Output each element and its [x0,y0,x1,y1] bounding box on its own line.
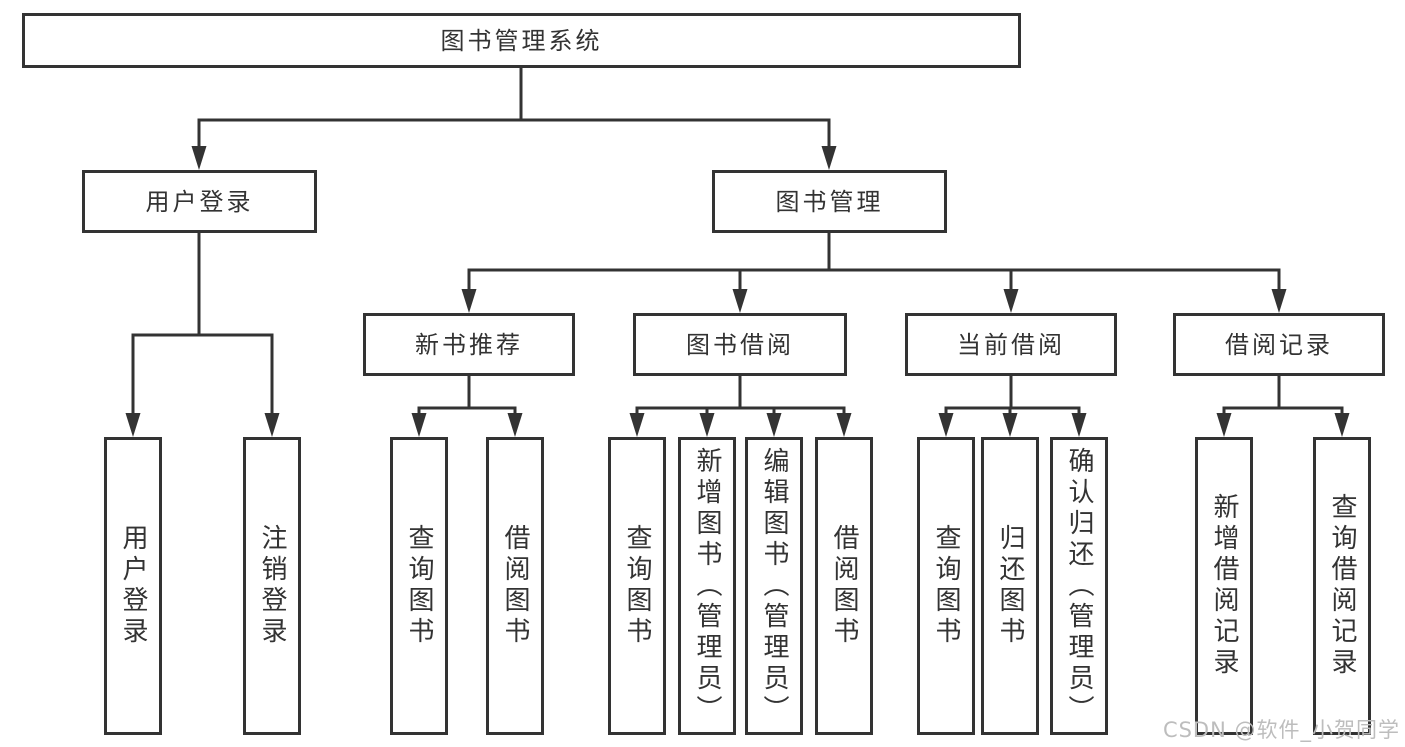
leaf-borrow-edit-books-admin-label: 编辑图书（管理员） [759,446,789,726]
csdn-watermark: CSDN @软件_小贺同学 [1162,718,1400,742]
leaf-user-login-label: 用户登录 [118,524,148,648]
leaf-borrow-query-books-label: 查询图书 [622,524,652,648]
node-book-management: 图书管理 [712,170,947,233]
leaf-logout-label: 注销登录 [257,524,287,648]
node-book-management-label: 图书管理 [775,187,884,216]
leaf-recommend-query-books: 查询图书 [390,437,448,735]
leaf-current-query-books: 查询图书 [917,437,975,735]
node-new-book-recommend-label: 新书推荐 [415,330,523,359]
node-user-login-label: 用户登录 [145,187,254,216]
node-book-borrow-label: 图书借阅 [686,330,794,359]
leaf-borrow-borrow-books: 借阅图书 [815,437,873,735]
node-current-borrow-label: 当前借阅 [957,330,1065,359]
leaf-borrow-edit-books-admin: 编辑图书（管理员） [745,437,803,735]
leaf-recommend-query-books-label: 查询图书 [404,524,434,648]
leaf-records-add-record-label: 新增借阅记录 [1209,493,1239,679]
leaf-borrow-borrow-books-label: 借阅图书 [829,524,859,648]
leaf-borrow-query-books: 查询图书 [608,437,666,735]
leaf-recommend-borrow-books-label: 借阅图书 [500,524,530,648]
leaf-user-login: 用户登录 [104,437,162,735]
node-borrow-records: 借阅记录 [1173,313,1385,376]
node-current-borrow: 当前借阅 [905,313,1117,376]
node-root-label: 图书管理系统 [440,26,603,55]
node-root: 图书管理系统 [22,13,1021,68]
leaf-borrow-add-books-admin: 新增图书（管理员） [678,437,736,735]
leaf-recommend-borrow-books: 借阅图书 [486,437,544,735]
node-new-book-recommend: 新书推荐 [363,313,575,376]
leaf-current-return-books: 归还图书 [981,437,1039,735]
leaf-logout: 注销登录 [243,437,301,735]
leaf-records-query-record-label: 查询借阅记录 [1327,493,1357,679]
node-user-login: 用户登录 [82,170,317,233]
leaf-records-query-record: 查询借阅记录 [1313,437,1371,735]
leaf-current-return-books-label: 归还图书 [995,524,1025,648]
node-borrow-records-label: 借阅记录 [1225,330,1333,359]
leaf-current-confirm-return-admin-label: 确认归还（管理员） [1064,446,1094,726]
leaf-current-confirm-return-admin: 确认归还（管理员） [1050,437,1108,735]
arrowheads [125,146,1350,437]
node-book-borrow: 图书借阅 [633,313,847,376]
leaf-current-query-books-label: 查询图书 [931,524,961,648]
leaf-borrow-add-books-admin-label: 新增图书（管理员） [692,446,722,726]
leaf-records-add-record: 新增借阅记录 [1195,437,1253,735]
